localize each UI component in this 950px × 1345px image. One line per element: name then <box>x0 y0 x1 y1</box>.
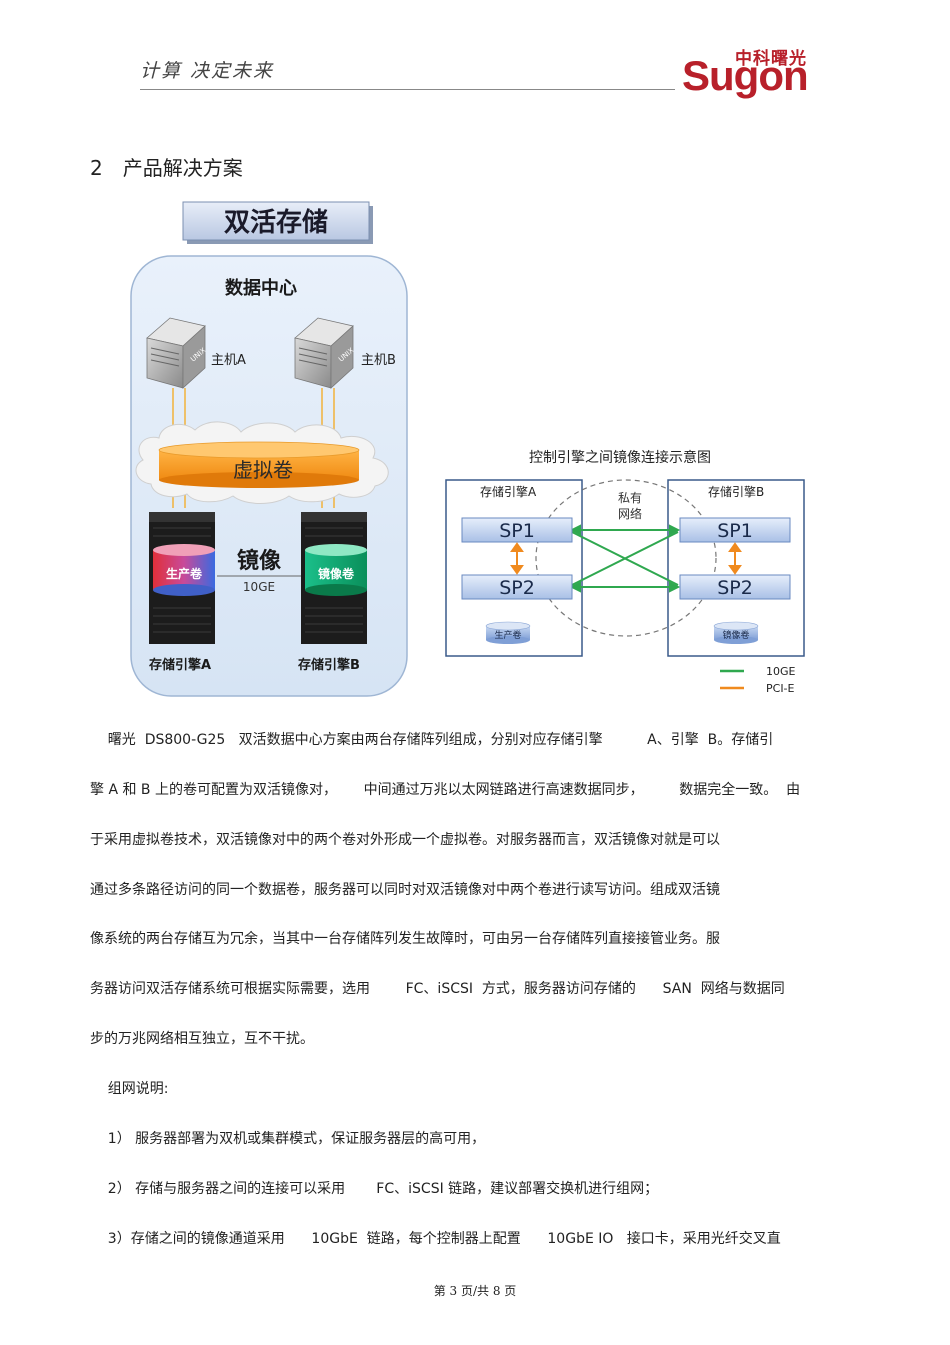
host-a-server-icon: UNIX <box>146 317 208 389</box>
legend-10ge-label: 10GE <box>766 665 796 678</box>
engine-a-sp1-label: SP1 <box>499 520 535 542</box>
private-network-label-2: 网络 <box>618 506 642 521</box>
virtual-volume-bottom <box>159 472 359 488</box>
right-production-volume <box>485 621 531 644</box>
mirror-label: 镜像 <box>237 548 282 574</box>
body-line-6: 务器访问双活存储系统可根据实际需要，选用 FC、iSCSI 方式，服务器访问存储… <box>90 981 785 997</box>
right-production-volume-label: 生产卷 <box>494 629 521 641</box>
mirror-link-speed: 10GE <box>243 580 275 594</box>
engine-b-sp1-box <box>679 517 791 543</box>
engine-a-sp1-box <box>461 517 573 543</box>
engine-a-sp2-box <box>461 574 573 600</box>
private-network-label-1: 私有 <box>618 491 642 505</box>
legend-pcie-label: PCI-E <box>766 682 795 695</box>
right-engine-a-label: 存储引擎A <box>480 484 537 499</box>
header-slogan: 计算 决定未来 <box>140 60 275 82</box>
host-b-server-icon: UNIX <box>294 317 356 389</box>
networking-note-3: 3）存储之间的镜像通道采用 10GbE 链路，每个控制器上配置 10GbE IO… <box>90 1231 781 1247</box>
engine-a-sp2-label: SP2 <box>499 577 535 599</box>
controller-mirror-diagram: 控制引擎之间镜像连接示意图 存储引擎A 存储引擎B 私有 网络 SP1 SP2 … <box>445 449 805 695</box>
storage-engine-a-label: 存储引擎A <box>149 657 211 673</box>
host-a-label: 主机A <box>211 353 246 368</box>
header-rule <box>140 89 675 90</box>
body-line-2: 擎 A 和 B 上的卷可配置为双活镜像对， 中间通过万兆以太网链路进行高速数据同… <box>90 782 801 798</box>
storage-engine-b-label: 存储引擎B <box>298 657 360 673</box>
logo-sugon: Sugon <box>682 52 809 99</box>
right-engine-b-label: 存储引擎B <box>708 484 764 499</box>
page-footer: 第 3 页/共 8 页 <box>433 1284 517 1298</box>
banner-box <box>182 201 370 241</box>
body-line-7: 步的万兆网络相互独立，互不干扰。 <box>90 1031 314 1047</box>
banner-title: 双活存储 <box>224 207 328 238</box>
body-line-1: 曙光 DS800-G25 双活数据中心方案由两台存储阵列组成，分别对应存储引擎 … <box>90 732 774 748</box>
body-line-4: 通过多条路径访问的同一个数据卷，服务器可以同时对双活镜像对中两个卷进行读写访问。… <box>90 882 720 898</box>
active-active-diagram: 双活存储 数据中心 UNIX 主机A UNIX 主机B 虚拟卷 <box>130 201 408 697</box>
section-number: 2 <box>90 156 103 180</box>
body-line-5: 像系统的两台存储互为冗余，当其中一台存储阵列发生故障时，可由另一台存储阵列直接接… <box>90 931 720 947</box>
logo-chinese: 中科曙光 <box>735 49 807 69</box>
engine-b-sp2-box <box>679 574 791 600</box>
virtual-volume-top <box>158 441 360 459</box>
pcie-links <box>510 542 742 575</box>
engine-b-sp2-label: SP2 <box>717 577 753 599</box>
body-line-3: 于采用虚拟卷技术，双活镜像对中的两个卷对外形成一个虚拟卷。对服务器而言，双活镜像… <box>90 832 720 848</box>
right-mirror-volume <box>713 621 759 644</box>
private-network-circle <box>535 479 717 637</box>
production-volume-label: 生产卷 <box>166 566 203 581</box>
networking-note-2: 2） 存储与服务器之间的连接可以采用 FC、iSCSI 链路，建议部署交换机进行… <box>90 1181 659 1197</box>
ge-links <box>569 524 681 593</box>
section-heading: 2 产品解决方案 <box>90 152 243 181</box>
networking-note-1: 1） 服务器部署为双机或集群模式，保证服务器层的高可用， <box>90 1131 486 1147</box>
networking-notes-heading: 组网说明: <box>90 1081 169 1097</box>
engine-b-sp1-label: SP1 <box>717 520 753 542</box>
data-center-title: 数据中心 <box>225 277 297 299</box>
mirror-volume-cylinder <box>305 544 367 596</box>
right-mirror-volume-label: 镜像卷 <box>722 629 749 641</box>
section-title: 产品解决方案 <box>122 156 243 180</box>
host-b-label: 主机B <box>361 353 396 368</box>
production-volume-cylinder <box>153 544 215 596</box>
mirror-volume-label: 镜像卷 <box>318 566 355 581</box>
virtual-volume-label: 虚拟卷 <box>233 458 293 482</box>
right-diagram-title: 控制引擎之间镜像连接示意图 <box>529 449 711 466</box>
